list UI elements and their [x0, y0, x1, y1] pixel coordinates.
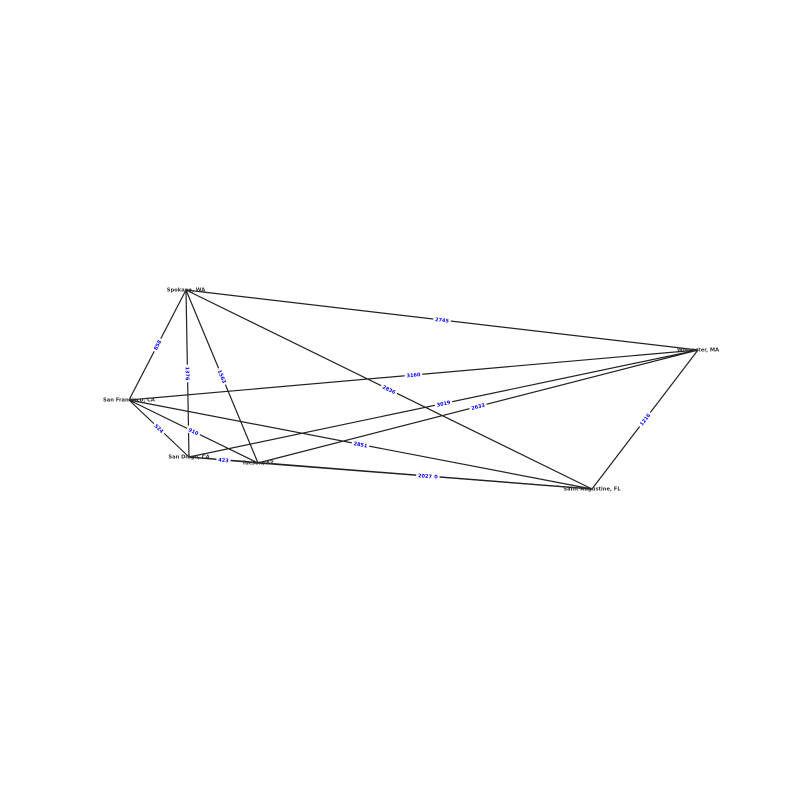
- edge-distance-label: 1376: [184, 367, 190, 382]
- node-label-staugustine: Saint Augustine, FL: [563, 487, 621, 493]
- edge-label-sanfrancisco-tucson: 910: [185, 425, 202, 438]
- edge-label-background: [379, 382, 399, 397]
- node-label-spokane: Spokane, WA: [167, 288, 205, 294]
- edge-label-spokane-worcester: 2745: [432, 315, 452, 325]
- edge-label-background: [434, 398, 453, 409]
- edge-label-sanfrancisco-worcester: 3160: [404, 370, 423, 380]
- edge-label-background: [351, 439, 370, 450]
- edge-label-worcester-staugustine: 1216: [636, 410, 654, 429]
- edge-distance-label: 2633: [471, 403, 486, 412]
- edge-distance-label: 2851: [353, 441, 368, 450]
- node-label-worcester: Worcester, MA: [677, 348, 719, 354]
- edge-label-tucson-worcester: 2633: [468, 400, 488, 413]
- edge-label-sandiego-tucson: 423: [216, 455, 231, 465]
- edge-label-background: [185, 425, 202, 438]
- edges-layer: [128, 289, 699, 490]
- edge-distance-label: 2745: [435, 317, 450, 325]
- edge-distance-label: 858: [153, 339, 163, 351]
- edge-label-tucson-staugustine: 2027: [415, 471, 435, 481]
- edge-distance-label: 2836: [381, 384, 397, 396]
- edge-label-background: [468, 400, 488, 413]
- nodes-layer: Spokane, WA Worcester, MA San Francisco, C…: [103, 288, 719, 493]
- edge-label-spokane-staugustine: 2836: [379, 382, 399, 397]
- edge-distance-label: 3160: [406, 372, 421, 379]
- node-label-sanfrancisco: San Francisco, CA: [103, 398, 155, 404]
- edge-distance-label: 524: [153, 423, 165, 435]
- edge-label-background: [216, 455, 231, 465]
- node-label-sandiego: San Diego, CA: [168, 455, 209, 461]
- edge-distance-label: 910: [187, 427, 199, 437]
- edge-label-spokane-sanfrancisco: 858: [151, 337, 164, 353]
- edge-distance-label: 1563: [216, 369, 227, 385]
- edge-label-sandiego-worcester: 3019: [434, 398, 453, 409]
- edge-label-spokane-sandiego: 1376: [183, 364, 192, 383]
- edge-label-background: [215, 367, 229, 386]
- edge-label-sanfrancisco-sandiego: 524: [151, 421, 167, 436]
- node-label-tucson: Tucson, AZ: [242, 461, 274, 467]
- edge-label-spokane-tucson: 1563: [215, 367, 229, 386]
- edge-distance-label: 2027: [418, 473, 433, 480]
- edge-label-background: [404, 370, 423, 380]
- edge-label-background: [415, 471, 435, 481]
- edge-label-background: [151, 337, 164, 353]
- edge-labels-layer: 2745 858 1376 1563 2836 3160 3019 2633 1216 524 91…: [151, 315, 654, 481]
- edge-label-sanfrancisco-staugustine: 2851: [351, 439, 370, 450]
- edge-label-background: [183, 364, 192, 383]
- edge-label-background: [432, 315, 452, 325]
- edge-distance-label: 423: [218, 457, 229, 464]
- edge-label-background: [636, 410, 654, 429]
- edge-label-background: [151, 421, 167, 436]
- edge-distance-label: 3019: [436, 400, 451, 409]
